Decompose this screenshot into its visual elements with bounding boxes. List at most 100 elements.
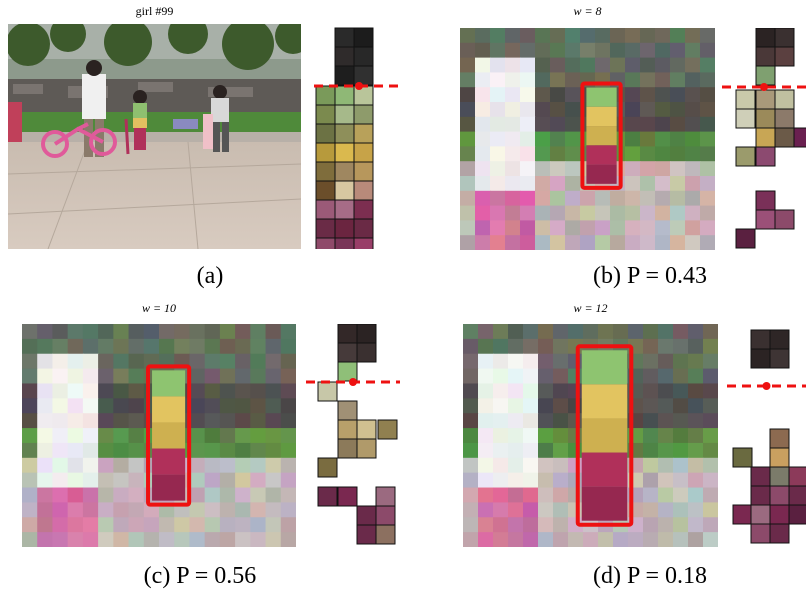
panel-a-histogram <box>314 24 404 249</box>
histogram-block <box>353 46 374 67</box>
histogram-block <box>315 85 336 106</box>
histogram-block <box>356 438 377 459</box>
histogram-block <box>334 46 355 67</box>
histogram-block <box>375 486 396 507</box>
histogram-block <box>769 466 790 487</box>
histogram-block <box>774 108 795 129</box>
threshold-marker <box>760 83 768 91</box>
tracking-bounding-box <box>146 364 192 507</box>
histogram-block <box>353 104 374 125</box>
histogram-block <box>377 419 398 440</box>
target-girl-pixels <box>152 370 186 501</box>
park-scene-image <box>8 24 301 249</box>
histogram-block <box>788 466 806 487</box>
histogram-block <box>334 104 355 125</box>
histogram-block <box>769 523 790 544</box>
histogram-block <box>315 161 336 182</box>
histogram-block <box>755 146 776 167</box>
histogram-block <box>334 161 355 182</box>
threshold-marker <box>355 82 363 90</box>
panel-d-histogram <box>727 324 806 547</box>
histogram-block <box>334 180 355 201</box>
histogram-block <box>769 428 790 449</box>
panel-d-title: w = 12 <box>573 301 608 315</box>
histogram-block <box>755 108 776 129</box>
histogram-block <box>769 348 790 369</box>
histogram-block <box>337 342 358 363</box>
histogram-block <box>315 199 336 220</box>
histogram-block <box>735 89 756 110</box>
histogram-block <box>334 85 355 106</box>
panel-b-photo <box>460 28 715 250</box>
histogram-block <box>755 46 776 67</box>
pixelated-frame-w12 <box>463 324 718 547</box>
histogram-block <box>750 485 771 506</box>
histogram-block <box>769 447 790 468</box>
histogram-block <box>315 104 336 125</box>
histogram-block <box>356 324 377 344</box>
histogram-block <box>337 419 358 440</box>
histogram-block <box>315 123 336 144</box>
histogram-block <box>353 123 374 144</box>
histogram-block <box>755 190 776 211</box>
histogram-block <box>774 28 795 48</box>
histogram-block <box>334 237 355 249</box>
histogram-block <box>353 237 374 249</box>
histogram-block <box>356 342 377 363</box>
histogram-block <box>353 65 374 86</box>
histogram-block <box>750 523 771 544</box>
histogram-block <box>317 381 338 402</box>
panel-b-histogram <box>722 28 806 250</box>
panel-d: w = 12 (d) P = 0.18 <box>400 295 806 589</box>
tracking-bounding-box <box>580 81 623 190</box>
histogram-block <box>334 142 355 163</box>
histogram-block <box>774 127 795 148</box>
panel-b: w = 8 (b) P = 0.43 <box>400 0 806 295</box>
histogram-block <box>356 524 377 545</box>
histogram-block <box>317 457 338 478</box>
histogram-block <box>334 65 355 86</box>
histogram-block <box>774 209 795 230</box>
histogram-block <box>353 218 374 239</box>
pixelated-frame-w10 <box>22 324 296 547</box>
histogram-block <box>755 65 776 86</box>
tracking-bounding-box <box>575 344 634 527</box>
histogram-block <box>774 89 795 110</box>
histogram-block <box>375 505 396 526</box>
histogram-block <box>788 504 806 525</box>
panel-b-caption: (b) P = 0.43 <box>593 263 707 289</box>
histogram-block <box>755 28 776 48</box>
histogram-block <box>337 400 358 421</box>
histogram-block <box>735 228 756 249</box>
histogram-block <box>755 89 776 110</box>
histogram-block <box>337 438 358 459</box>
histogram-block <box>750 329 771 350</box>
threshold-marker <box>762 382 771 390</box>
threshold-marker <box>349 378 357 386</box>
panel-c-caption: (c) P = 0.56 <box>143 563 257 589</box>
histogram-block <box>793 127 806 148</box>
histogram-block <box>750 466 771 487</box>
histogram-block <box>353 142 374 163</box>
panel-a-caption: (a) <box>196 263 224 289</box>
histogram-block <box>334 199 355 220</box>
histogram-block <box>356 419 377 440</box>
panel-c: w = 10 (c) P = 0.56 <box>0 295 400 589</box>
histogram-block <box>769 329 790 350</box>
histogram-block <box>732 447 753 468</box>
histogram-block <box>317 486 338 507</box>
panel-a: girl #99 <box>0 0 404 295</box>
histogram-block <box>732 504 753 525</box>
panel-c-title: w = 10 <box>141 301 177 315</box>
panel-c-histogram <box>306 324 400 547</box>
panel-d-photo <box>463 324 718 547</box>
histogram-block <box>334 27 355 48</box>
histogram-block <box>315 237 336 249</box>
histogram-block <box>334 218 355 239</box>
panel-c-photo <box>22 324 296 547</box>
histogram-block <box>750 348 771 369</box>
panel-a-title: girl #99 <box>135 4 174 18</box>
histogram-block <box>315 218 336 239</box>
histogram-block <box>735 146 756 167</box>
histogram-block <box>353 161 374 182</box>
